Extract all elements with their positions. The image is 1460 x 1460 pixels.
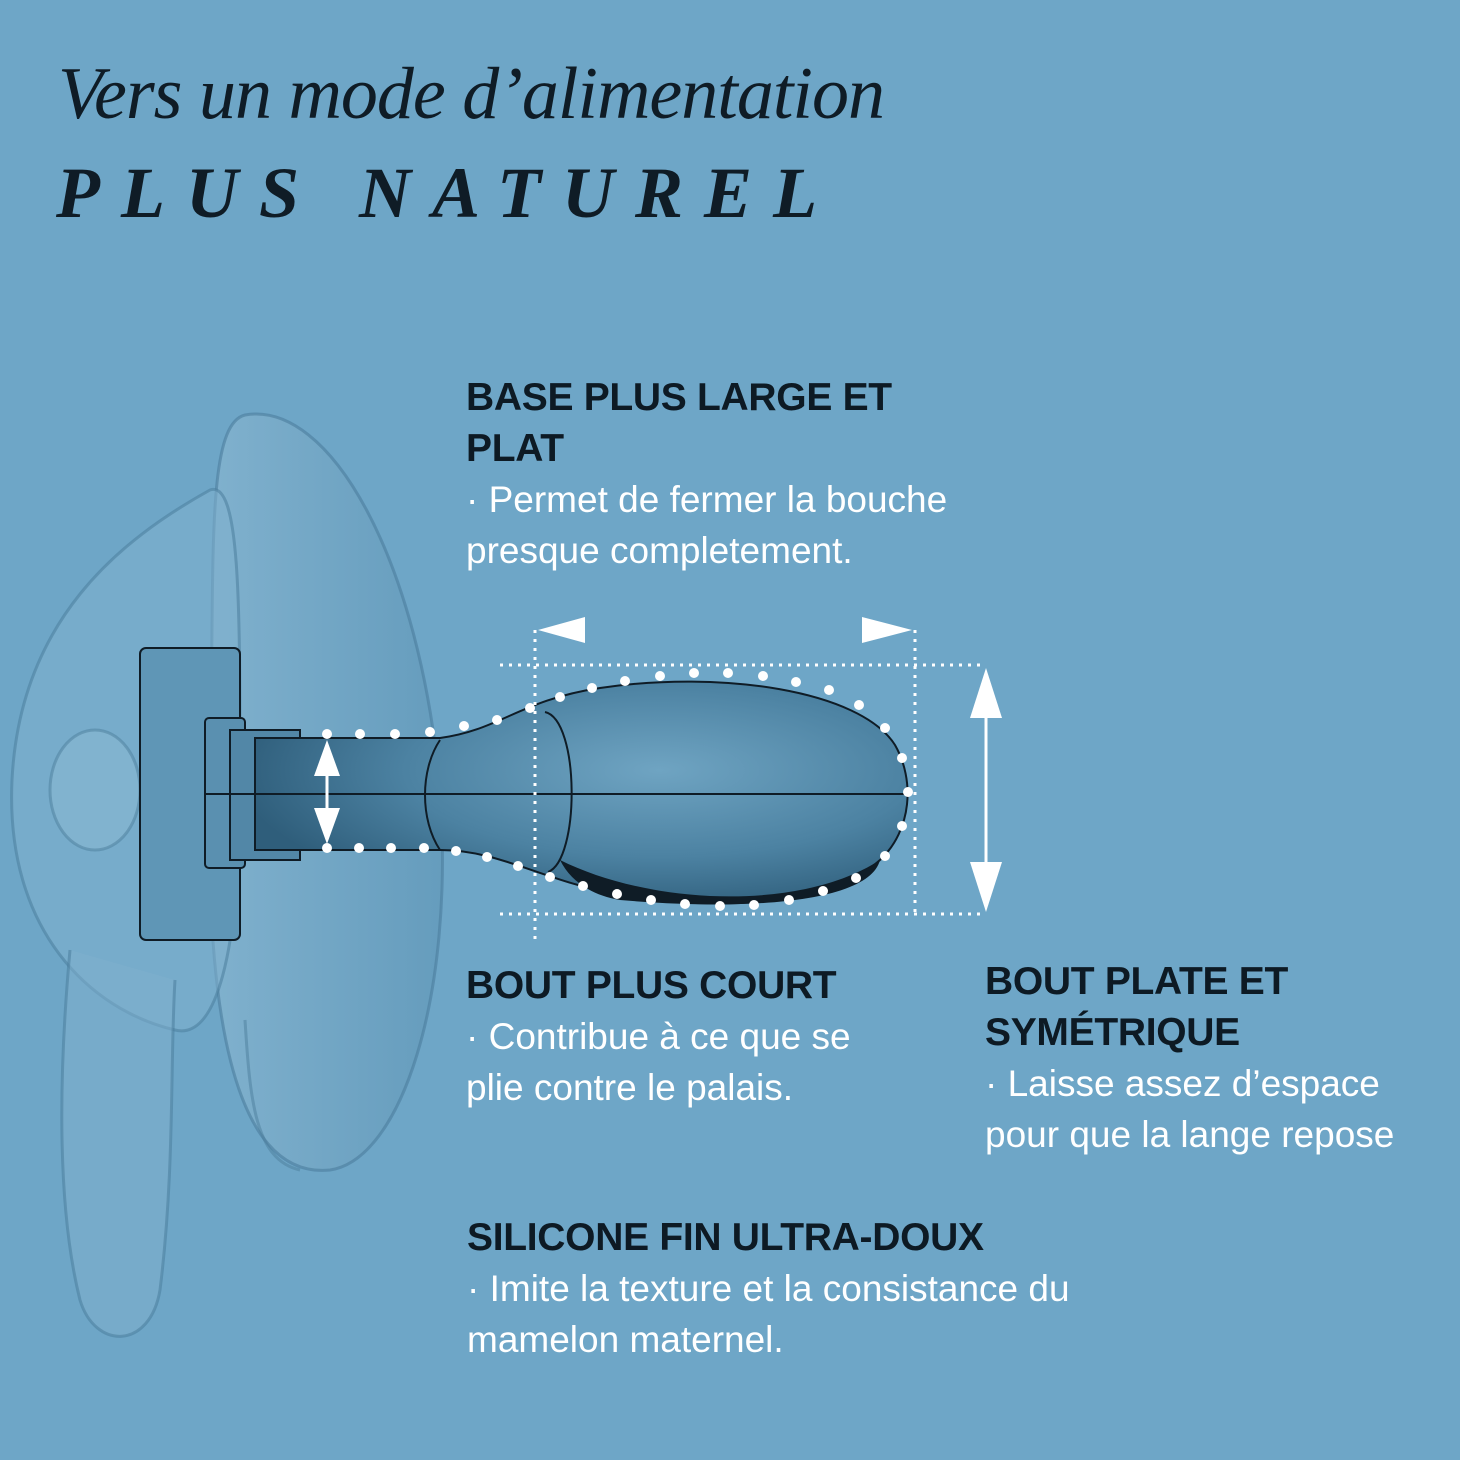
feature-flat-tip-heading-1: BOUT PLATE ET [985, 960, 1289, 1003]
feature-silicone: SILICONE FIN ULTRA-DOUX · Imite la textu… [467, 1212, 1070, 1365]
title-caps: PLUS NATUREL [56, 153, 839, 233]
feature-base-body-2: presque completement. [466, 530, 853, 571]
feature-silicone-body-2: mamelon maternel. [467, 1319, 784, 1360]
feature-short-tip: BOUT PLUS COURT · Contribue à ce que se … [466, 960, 851, 1113]
feature-short-tip-heading: BOUT PLUS COURT [466, 964, 837, 1007]
feature-base: BASE PLUS LARGE ET PLAT · Permet de ferm… [466, 372, 947, 576]
height-arrow [970, 668, 1002, 912]
feature-flat-tip-heading-2: SYMÉTRIQUE [985, 1011, 1240, 1054]
nipple-dotted-outline [322, 668, 913, 911]
feature-silicone-body-1: · Imite la texture et la consistance du [467, 1268, 1070, 1309]
feature-flat-tip-body-1: · Laisse assez d’espace [985, 1063, 1380, 1104]
feature-base-body-1: · Permet de fermer la bouche [466, 479, 948, 520]
measurement-guides [500, 630, 985, 945]
length-arrows [538, 617, 912, 643]
feature-silicone-heading: SILICONE FIN ULTRA-DOUX [467, 1216, 984, 1259]
feature-short-tip-body-1: · Contribue à ce que se [466, 1016, 851, 1057]
feature-short-tip-body-2: plie contre le palais. [466, 1067, 794, 1108]
feature-base-heading-2: PLAT [466, 427, 564, 470]
feature-base-heading-1: BASE PLUS LARGE ET [466, 376, 892, 419]
feature-flat-tip: BOUT PLATE ET SYMÉTRIQUE · Laisse assez … [985, 956, 1460, 1160]
stem-height-arrow [314, 740, 340, 844]
feature-flat-tip-body-2: pour que la lange repose [985, 1114, 1395, 1155]
title-script: Vers un mode d’alimentation [58, 53, 885, 135]
